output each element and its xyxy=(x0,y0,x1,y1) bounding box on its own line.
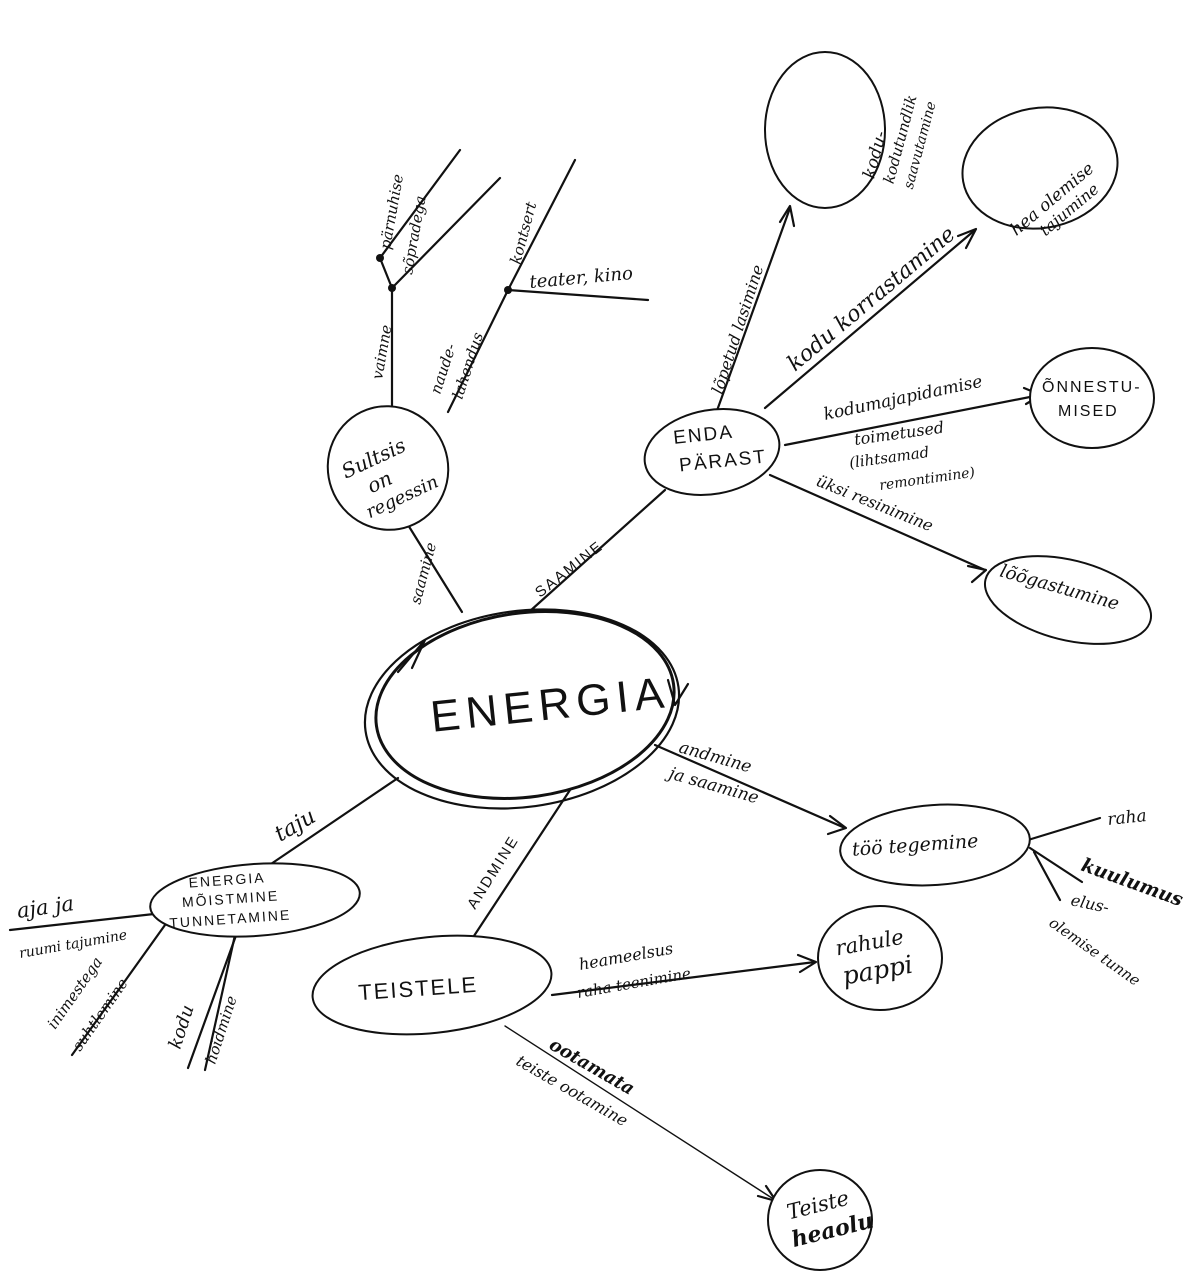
label-andmine: ANDMINE xyxy=(464,833,522,913)
energia-moistmine-bubble[interactable] xyxy=(148,857,363,943)
label-kodu: kodu xyxy=(165,1002,199,1051)
link-elus xyxy=(1032,850,1062,902)
link-center-sultsis xyxy=(398,510,464,614)
cycle-arrow-left xyxy=(396,638,427,674)
link-kuulumus xyxy=(1028,846,1084,884)
hea-olemise-bubble[interactable] xyxy=(953,95,1127,240)
link-loogastumine xyxy=(768,473,987,572)
junction-dot xyxy=(504,286,512,294)
label-loputud-lasimine: lõpetud lasimine xyxy=(708,262,768,396)
label-teater-kino: teater, kino xyxy=(529,263,634,293)
center-bubble-outline xyxy=(363,608,681,810)
link-kodu-hoidmine xyxy=(186,928,240,1070)
link-hea-olemise xyxy=(763,228,977,410)
label-aja-ja: aja ja xyxy=(15,891,75,923)
too-tegemine-bubble[interactable] xyxy=(837,798,1032,891)
energia-moistmine-line-1: ENERGIA xyxy=(188,869,266,890)
loogastumine-bubble[interactable] xyxy=(976,541,1160,660)
label-ruumi-tajumine: ruumi tajumine xyxy=(18,927,128,962)
label-taju: taju xyxy=(271,804,321,847)
label-kodumajapidamise: kodumajapidamise xyxy=(822,372,984,425)
onnestumised-bubble[interactable] xyxy=(1029,347,1155,449)
link-onnestumised xyxy=(783,393,1042,447)
enda-parast-bubble[interactable] xyxy=(638,399,787,505)
label-naude-2: lahendus xyxy=(449,330,488,401)
arrow-rahule-pappi xyxy=(796,953,818,974)
junction-dot xyxy=(388,284,396,292)
arrow-too xyxy=(826,814,848,836)
link-rahule-pappi xyxy=(550,960,817,997)
link-inimestega xyxy=(70,923,167,1057)
onnestumised-line-2: MISED xyxy=(1058,403,1119,420)
label-saamine-right: SAAMINE xyxy=(532,538,607,602)
link-teiste-heaolu xyxy=(504,1025,776,1201)
node-labels: ENERGIA Sultsis on regessin ENDA PÄRAST … xyxy=(169,93,1142,1253)
link-kontsert xyxy=(506,158,577,292)
label-hoidmine: hoidmine xyxy=(202,993,241,1066)
link-sopradega xyxy=(390,176,502,290)
label-elus-1: elus- xyxy=(1069,890,1111,917)
link-center-too xyxy=(653,743,847,830)
link-sultsis-naude xyxy=(446,288,510,414)
teiste-heaolu-bubble[interactable] xyxy=(767,1169,873,1271)
junction-dot xyxy=(376,254,384,262)
link-aja-ja xyxy=(8,910,174,932)
label-sopradega: sõpradega xyxy=(398,194,430,275)
teistele-bubble[interactable] xyxy=(308,925,557,1046)
link-center-energia-moistmine xyxy=(266,776,400,868)
link-kodu-line xyxy=(203,933,237,1072)
arrow-loogastumine xyxy=(966,564,988,584)
label-saamine-left: saamine xyxy=(406,540,440,606)
link-center-teistele xyxy=(468,788,572,944)
label-parnu: pärnuhise xyxy=(376,173,407,251)
onnestumised-line-1: ÕNNESTU- xyxy=(1042,376,1142,396)
link-kodu-kodutunde xyxy=(708,206,792,432)
link-center-enda-parast xyxy=(518,488,667,622)
link-parnu xyxy=(378,148,462,260)
energia-moistmine-line-2: MÕISTMINE xyxy=(181,887,279,910)
arrow-hea-olemise xyxy=(956,227,978,250)
label-kodu-korrastamine: kodu korrastamine xyxy=(783,222,961,377)
rahule-pappi-bubble[interactable] xyxy=(817,905,943,1011)
label-toimetused-3: remontimine) xyxy=(878,465,976,494)
label-kontsert: kontsert xyxy=(506,199,540,266)
cycle-arrow-right xyxy=(666,678,690,707)
label-elus-2: olemise tunne xyxy=(1046,914,1144,990)
arrow-kodu-kodutunde xyxy=(778,204,796,228)
bubbles xyxy=(148,51,1160,1271)
link-raha xyxy=(1026,816,1102,842)
sultsis-bubble[interactable] xyxy=(310,389,465,547)
center-bubble xyxy=(374,610,676,800)
label-raha: raha xyxy=(1106,806,1147,830)
link-teater xyxy=(506,288,650,302)
kodu-kodutunde-bubble[interactable] xyxy=(764,51,886,209)
